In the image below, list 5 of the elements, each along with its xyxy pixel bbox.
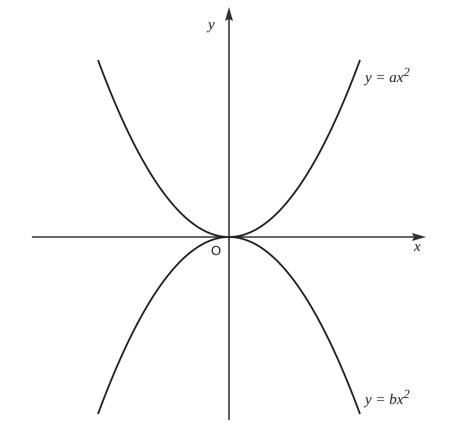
axis-label: x <box>414 240 421 255</box>
origin-label: O <box>211 244 222 257</box>
curve-label: y = ax$^{2}$ <box>365 66 410 86</box>
axis-label: y <box>208 18 215 33</box>
curve-label: y = bx$^{2}$ <box>365 388 410 408</box>
